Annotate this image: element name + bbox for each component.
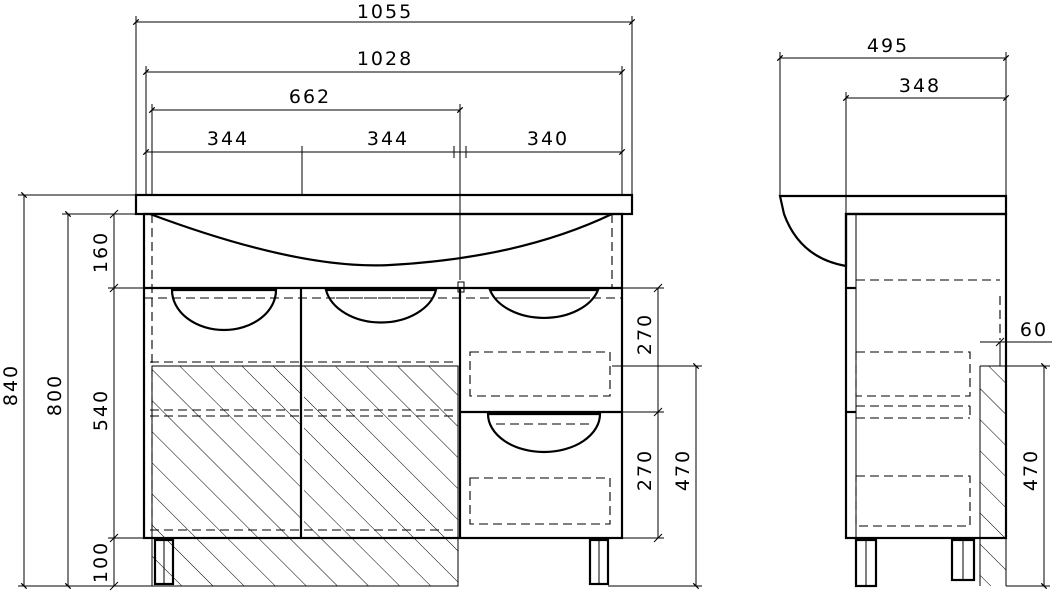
side-basin-profile — [778, 194, 1008, 268]
dim-total-width: 1055 — [357, 1, 413, 23]
countertop — [134, 193, 634, 216]
dim-back-offset: 60 — [1020, 319, 1048, 341]
side-top-dimensions: 495 348 — [776, 35, 1010, 214]
front-left-dimensions: 840 800 160 540 100 — [0, 191, 152, 591]
cabinet-body — [142, 212, 624, 540]
dim-wall-outlet-front: 470 — [672, 449, 694, 491]
dim-left-door: 344 — [207, 128, 249, 150]
hatch-middle-door — [304, 366, 458, 538]
side-view — [778, 194, 1008, 588]
dim-lower-drawer: 270 — [634, 449, 656, 491]
dim-middle-door: 344 — [367, 128, 409, 150]
front-view — [134, 193, 634, 587]
dim-basin-depth: 160 — [90, 231, 112, 273]
hatch-wall — [980, 366, 1006, 586]
dim-upper-drawer: 270 — [634, 313, 656, 355]
middle-door-handle — [324, 288, 438, 324]
side-cabinet-body — [844, 212, 1008, 540]
dim-total-depth: 495 — [867, 35, 909, 57]
left-door-handle — [170, 288, 278, 332]
dim-body-depth: 348 — [899, 75, 941, 97]
dim-leg-height: 100 — [90, 541, 112, 583]
dim-basin-width: 1028 — [357, 48, 413, 70]
hatch-left-door — [152, 366, 300, 538]
dim-drawer-unit: 340 — [527, 128, 569, 150]
basin-curve — [149, 212, 613, 267]
front-right-dimensions: 270 270 470 — [608, 283, 702, 590]
dim-body-height: 800 — [44, 374, 66, 416]
dim-total-height: 840 — [0, 364, 22, 406]
dim-wall-outlet-side: 470 — [1020, 449, 1042, 491]
hatch-plinth — [152, 538, 458, 586]
front-top-dimensions: 1055 1028 662 344 344 340 — [132, 1, 636, 280]
side-right-dimensions: 60 470 — [980, 319, 1052, 590]
lower-drawer-handle — [486, 412, 602, 454]
dim-cabinet-width: 662 — [289, 86, 331, 108]
dim-door-height: 540 — [90, 389, 112, 431]
upper-drawer-handle — [488, 288, 600, 320]
